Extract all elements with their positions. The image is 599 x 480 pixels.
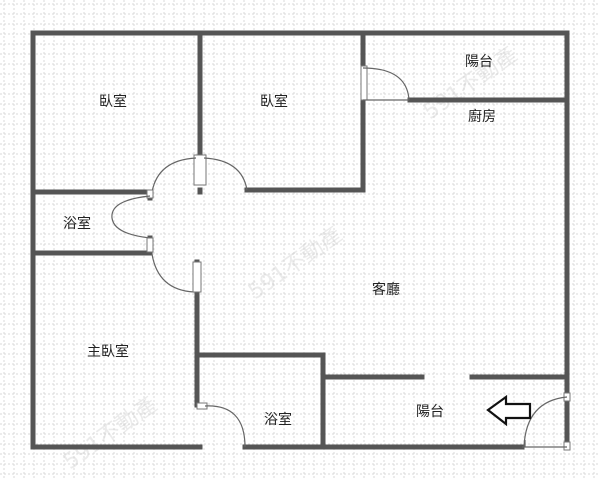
room-label-bedroom-2: 臥室 bbox=[260, 93, 288, 110]
watermark: 591不動產 bbox=[59, 392, 162, 474]
watermark: 591不動產 bbox=[244, 222, 347, 304]
door-frame bbox=[563, 441, 571, 451]
room-labels: 臥室 臥室 陽台 廚房 浴室 客廳 主臥室 浴室 陽台 bbox=[63, 54, 496, 428]
doors bbox=[111, 65, 571, 451]
door-arc bbox=[204, 405, 246, 448]
room-label-bedroom-1: 臥室 bbox=[99, 93, 127, 110]
door-frame bbox=[146, 237, 154, 253]
door-master-bedroom bbox=[146, 237, 202, 293]
door-arc bbox=[151, 157, 197, 193]
door-frame bbox=[193, 154, 207, 186]
door-bathroom-2 bbox=[196, 402, 246, 448]
door-frame bbox=[192, 261, 202, 293]
door-balcony-top bbox=[360, 65, 410, 101]
room-label-kitchen: 廚房 bbox=[468, 108, 496, 125]
door-arc bbox=[523, 396, 568, 448]
door-entrance bbox=[522, 392, 571, 451]
door-arc bbox=[111, 195, 151, 239]
watermarks: 591不動產 591不動產 591不動產 bbox=[59, 42, 522, 474]
room-label-bathroom-2: 浴室 bbox=[264, 411, 292, 428]
room-label-balcony-top: 陽台 bbox=[465, 54, 493, 70]
room-label-master-bedroom: 主臥室 bbox=[87, 343, 129, 360]
door-frame bbox=[146, 189, 154, 199]
entrance-arrow-icon bbox=[486, 394, 532, 427]
room-label-living-room: 客廳 bbox=[372, 281, 400, 298]
room-label-bathroom-1: 浴室 bbox=[63, 215, 91, 232]
door-arc bbox=[362, 67, 410, 101]
door-bedroom-2 bbox=[203, 157, 248, 191]
door-bedroom-1 bbox=[151, 154, 207, 193]
room-label-balcony-bottom: 陽台 bbox=[416, 404, 444, 420]
door-frame bbox=[360, 65, 368, 101]
door-arc bbox=[203, 157, 248, 191]
door-arc bbox=[151, 253, 195, 293]
door-bathroom-1 bbox=[111, 189, 154, 239]
